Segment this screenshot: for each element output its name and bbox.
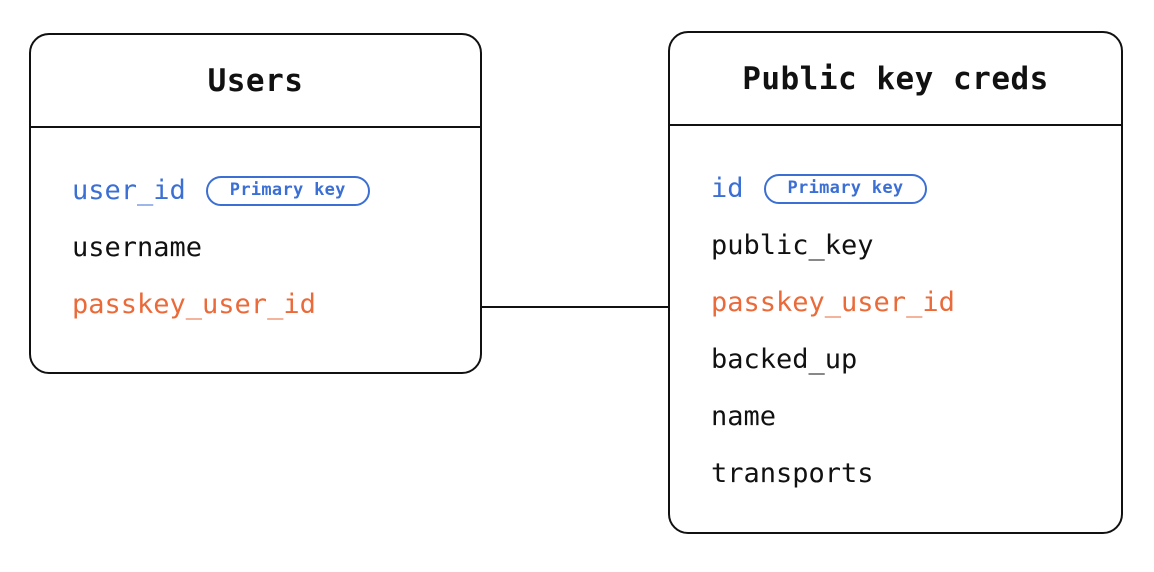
entity-public-key-creds-field-list: id Primary key public_key passkey_user_i… — [670, 126, 1121, 502]
entity-users[interactable]: Users user_id Primary key username passk… — [29, 33, 482, 374]
field-row[interactable]: passkey_user_id — [711, 274, 1121, 331]
field-row[interactable]: id Primary key — [711, 160, 1121, 217]
field-row[interactable]: public_key — [711, 217, 1121, 274]
field-name-backed-up: backed_up — [711, 344, 858, 375]
field-name-name: name — [711, 401, 777, 432]
primary-key-badge: Primary key — [763, 173, 928, 204]
field-name-username: username — [72, 232, 203, 263]
field-name-public-key: public_key — [711, 230, 874, 261]
field-row[interactable]: name — [711, 388, 1121, 445]
field-name-transports: transports — [711, 458, 874, 489]
field-name-passkey-user-id: passkey_user_id — [72, 289, 316, 320]
field-row[interactable]: transports — [711, 445, 1121, 502]
field-row[interactable]: backed_up — [711, 331, 1121, 388]
field-row[interactable]: user_id Primary key — [72, 162, 480, 219]
field-name-user-id: user_id — [72, 175, 186, 206]
primary-key-badge-label: Primary key — [787, 178, 904, 198]
field-name-passkey-user-id: passkey_user_id — [711, 287, 955, 318]
entity-users-title: Users — [207, 62, 304, 99]
entity-users-header: Users — [31, 35, 480, 128]
field-row[interactable]: passkey_user_id — [72, 276, 480, 333]
primary-key-badge-label: Primary key — [229, 180, 346, 200]
relationship-connector-users-to-creds — [480, 306, 670, 308]
entity-public-key-creds[interactable]: Public key creds id Primary key public_k… — [668, 31, 1123, 534]
entity-public-key-creds-title: Public key creds — [742, 60, 1049, 97]
entity-users-field-list: user_id Primary key username passkey_use… — [31, 128, 480, 333]
field-row[interactable]: username — [72, 219, 480, 276]
field-name-id: id — [711, 173, 744, 204]
primary-key-badge: Primary key — [205, 175, 370, 206]
entity-public-key-creds-header: Public key creds — [670, 33, 1121, 126]
